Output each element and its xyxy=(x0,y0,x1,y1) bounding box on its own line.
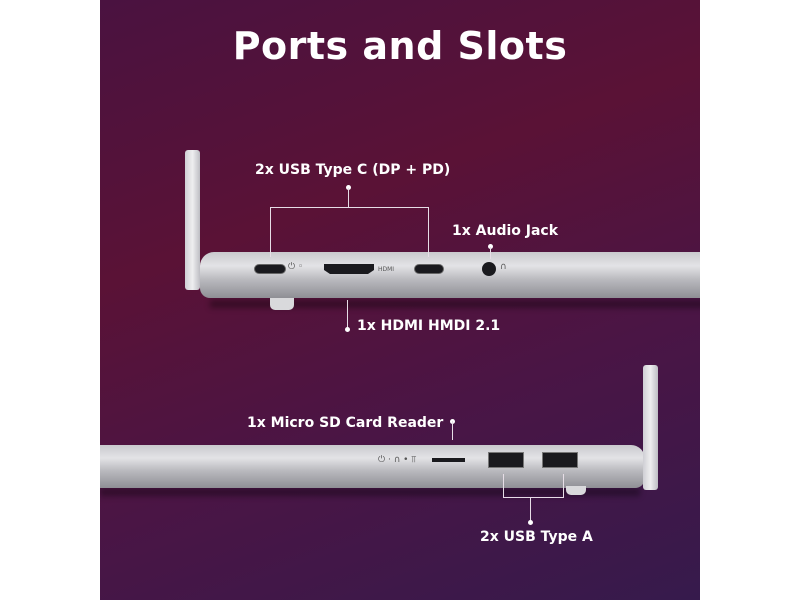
power-icon: ⏻ ◦ xyxy=(288,262,304,272)
laptop-right-foot xyxy=(566,486,586,495)
callout-dot xyxy=(345,327,350,332)
hdmi-port xyxy=(324,264,374,274)
laptop-left-base xyxy=(200,252,700,298)
laptop-left-lid xyxy=(185,150,200,290)
ports-and-slots-banner: Ports and Slots ⏻ ◦ HDMI ∩ 2x USB Type C… xyxy=(100,0,700,600)
micro-sd-label: 1x Micro SD Card Reader xyxy=(247,415,444,431)
usb-c-label: 2x USB Type C (DP + PD) xyxy=(255,162,451,178)
micro-sd-slot xyxy=(432,458,465,462)
callout-line xyxy=(530,497,531,521)
callout-dot xyxy=(346,185,351,190)
headphone-icon: ∩ xyxy=(500,262,507,272)
laptop-right-shadow xyxy=(100,488,640,496)
callout-line xyxy=(503,497,564,498)
laptop-left-shadow xyxy=(210,300,700,308)
audio-jack-port xyxy=(482,262,496,276)
hdmi-label: 1x HDMI HMDI 2.1 xyxy=(357,318,501,334)
audio-jack-label: 1x Audio Jack xyxy=(452,223,559,239)
callout-dot xyxy=(488,244,493,249)
usb-c-port-2 xyxy=(414,264,444,274)
usb-a-port-2 xyxy=(542,452,578,468)
usb-a-label: 2x USB Type A xyxy=(480,529,593,545)
callout-line xyxy=(428,207,429,257)
page-title: Ports and Slots xyxy=(232,24,568,68)
callout-line xyxy=(270,207,271,257)
callout-dot xyxy=(528,520,533,525)
callout-line xyxy=(452,421,453,440)
callout-line xyxy=(270,207,428,208)
power-led-icon: ⏻ · ∩ • ⫪ xyxy=(378,455,417,465)
callout-line xyxy=(490,247,491,259)
callout-line xyxy=(503,474,504,497)
usb-a-port-1 xyxy=(488,452,524,468)
usb-c-port-1 xyxy=(254,264,286,274)
callout-line xyxy=(563,474,564,497)
callout-line xyxy=(347,300,348,328)
callout-line xyxy=(348,188,349,207)
laptop-right-lid xyxy=(643,365,658,490)
laptop-left-foot xyxy=(270,298,294,310)
hdmi-marking: HDMI xyxy=(378,266,395,273)
